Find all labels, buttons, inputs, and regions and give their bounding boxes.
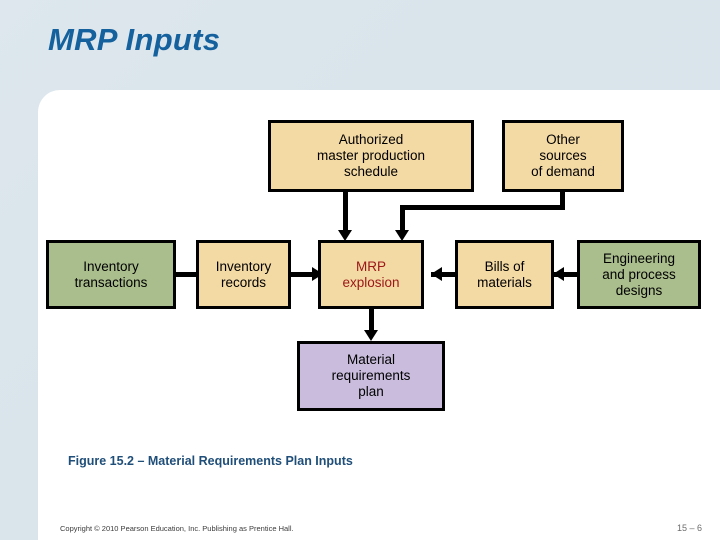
- figure-caption: Figure 15.2 – Material Requirements Plan…: [68, 454, 353, 468]
- node-label: Other sources of demand: [531, 132, 595, 179]
- connector-inventory-records-to-mrp: [290, 272, 318, 277]
- node-other-sources-of-demand[interactable]: Other sources of demand: [502, 120, 624, 192]
- arrowhead-mrp-explosion-top-left: [338, 230, 352, 241]
- node-label: Engineering and process designs: [602, 250, 676, 298]
- connector-bills-to-mrp: [431, 272, 461, 277]
- node-mrp-explosion[interactable]: MRP explosion: [318, 240, 424, 309]
- arrowhead-bills-of-materials-right: [553, 267, 564, 281]
- arrowhead-mrp-explosion-top-right: [395, 230, 409, 241]
- connector-other-sources-vertical-upper: [560, 190, 565, 207]
- node-bills-of-materials[interactable]: Bills of materials: [455, 240, 554, 309]
- node-engineering-and-process-designs[interactable]: Engineering and process designs: [577, 240, 701, 309]
- node-inventory-records[interactable]: Inventory records: [196, 240, 291, 309]
- footer-copyright: Copyright © 2010 Pearson Education, Inc.…: [60, 524, 294, 533]
- page-title: MRP Inputs: [48, 22, 221, 57]
- node-label: Material requirements plan: [331, 352, 411, 399]
- arrowhead-material-requirements-plan: [364, 330, 378, 341]
- connector-other-sources-vertical-lower: [400, 205, 405, 233]
- node-material-requirements-plan[interactable]: Material requirements plan: [297, 341, 445, 411]
- node-label: Authorized master production schedule: [316, 132, 426, 179]
- connector-engineering-to-bills: [553, 272, 582, 277]
- arrowhead-mrp-explosion-right: [431, 267, 442, 281]
- node-authorized-master-production-schedule[interactable]: Authorized master production schedule: [268, 120, 474, 192]
- node-inventory-transactions[interactable]: Inventory transactions: [46, 240, 176, 309]
- node-label: Inventory records: [215, 258, 272, 290]
- arrowhead-mrp-explosion-left: [312, 267, 323, 281]
- connector-other-sources-horizontal: [400, 205, 565, 210]
- node-label: Bills of materials: [477, 258, 532, 290]
- connector-mps-to-mrp-vertical: [343, 190, 348, 233]
- node-label: Inventory transactions: [74, 258, 148, 290]
- footer-page-number: 15 – 6: [676, 523, 702, 533]
- node-label: MRP explosion: [342, 258, 400, 290]
- connector-mrp-to-material-plan: [369, 307, 374, 334]
- connector-inventory-transactions-to-records: [176, 272, 202, 277]
